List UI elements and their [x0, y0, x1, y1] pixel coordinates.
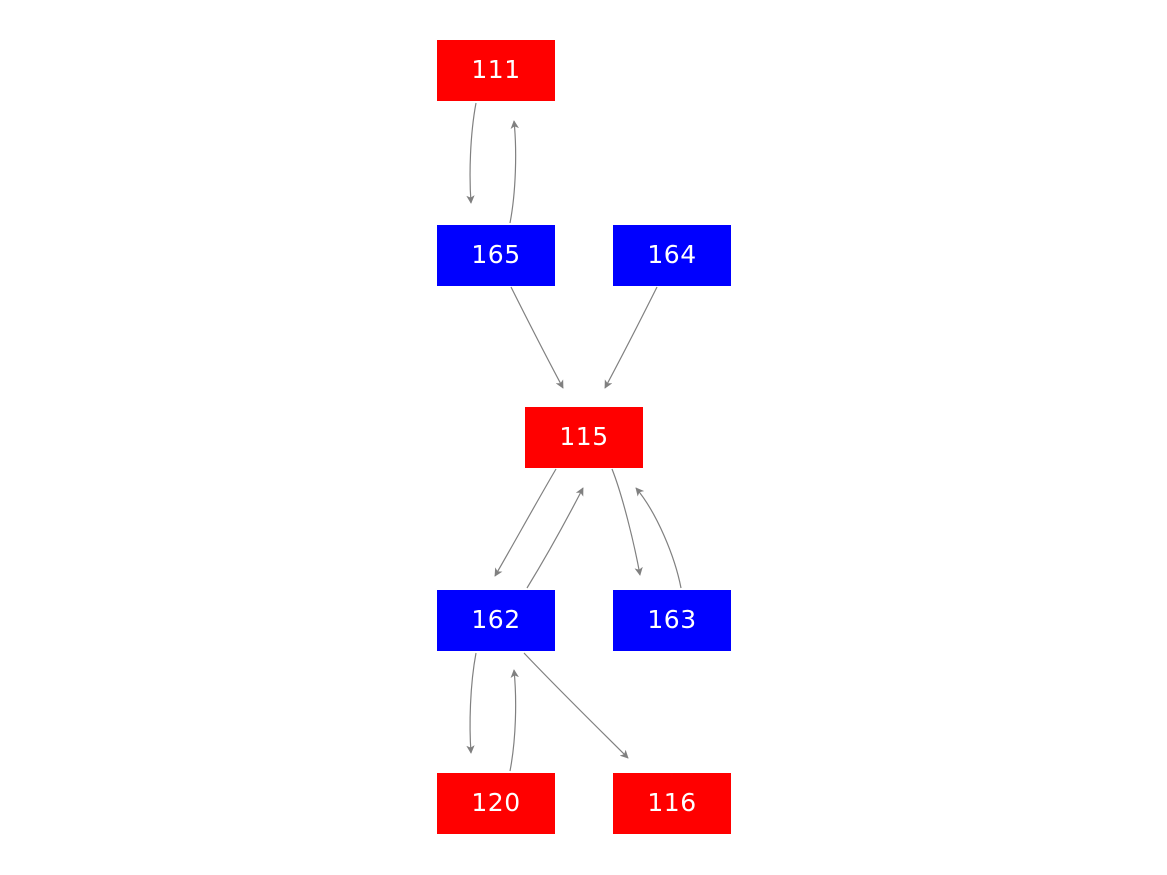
graph-node-116[interactable]: 116 [613, 773, 731, 834]
graph-edge-120-to-162 [509, 669, 519, 772]
graph-edge-164-to-115 [604, 286, 658, 389]
graph-edge-115-to-162 [494, 468, 557, 577]
node-label: 164 [647, 240, 697, 269]
graph-edge-163-to-115 [635, 487, 682, 589]
graph-edge-165-to-111 [509, 120, 519, 224]
graph-node-165[interactable]: 165 [437, 225, 555, 286]
node-label: 115 [559, 422, 609, 451]
node-label: 163 [647, 605, 697, 634]
graph-edge-162-to-120 [466, 652, 477, 754]
node-label: 165 [471, 240, 521, 269]
node-label: 111 [471, 55, 521, 84]
graph-node-115[interactable]: 115 [525, 407, 643, 468]
graph-edge-162-to-115 [526, 487, 584, 589]
graph-edge-162-to-116 [523, 652, 629, 759]
node-label: 162 [471, 605, 521, 634]
node-label: 120 [471, 788, 521, 817]
graph-edge-115-to-163 [611, 468, 643, 576]
graph-edge-111-to-165 [466, 102, 477, 204]
graph-edge-165-to-115 [510, 286, 564, 389]
graph-node-163[interactable]: 163 [613, 590, 731, 651]
graph-node-111[interactable]: 111 [437, 40, 555, 101]
graph-node-164[interactable]: 164 [613, 225, 731, 286]
graph-node-162[interactable]: 162 [437, 590, 555, 651]
graph-node-120[interactable]: 120 [437, 773, 555, 834]
node-label: 116 [647, 788, 697, 817]
edges-group [466, 102, 682, 772]
